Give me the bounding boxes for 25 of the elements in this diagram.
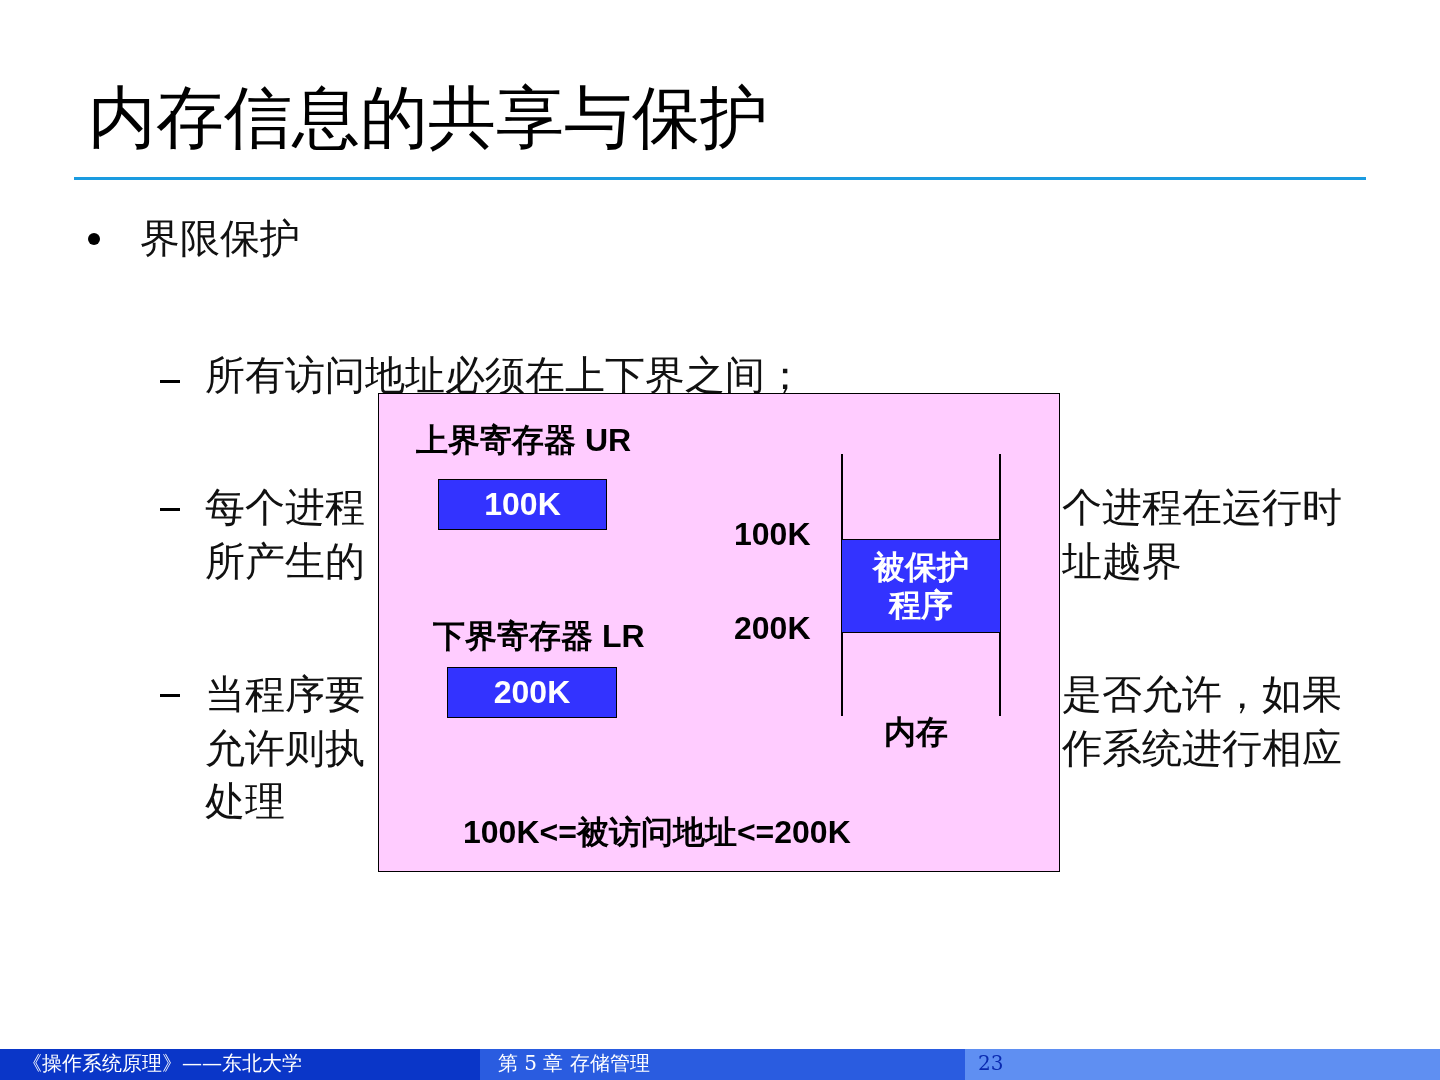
bullet-text: 所产生的 [205,541,365,581]
page-number: 23 [978,1053,1004,1073]
bullet-text: 址越界 [1062,541,1182,581]
protected-program-box: 被保护程序 [841,539,1001,633]
bullet-text: 个进程在运行时 [1062,487,1342,527]
register-box: 100K [438,479,607,530]
register-label: 上界寄存器 UR [416,424,632,456]
address-label: 100K [734,518,811,550]
bullet-text: 处理 [205,781,285,821]
bullet-text: 作系统进行相应 [1062,728,1342,768]
bullet-text: 界限保护 [140,218,300,258]
footer-text: 第 5 章 存储管理 [498,1053,650,1073]
condition-text: 100K<=被访问地址<=200K [463,816,851,848]
slide-title: 内存信息的共享与保护 [88,84,768,152]
bullet-text: 每个进程 [205,487,365,527]
bullet-text: 所有访问地址必须在上下界之间； [205,355,805,395]
bullet-text: 允许则执 [205,728,365,768]
footer-text: 《操作系统原理》——东北大学 [22,1053,302,1073]
register-label: 下界寄存器 LR [433,620,645,652]
register-box: 200K [447,667,617,718]
bullet-text: 是否允许，如果 [1062,674,1342,714]
address-label: 200K [734,612,811,644]
panel-background [378,393,1060,872]
memory-label: 内存 [884,716,948,748]
bullet-text: 当程序要 [205,674,365,714]
